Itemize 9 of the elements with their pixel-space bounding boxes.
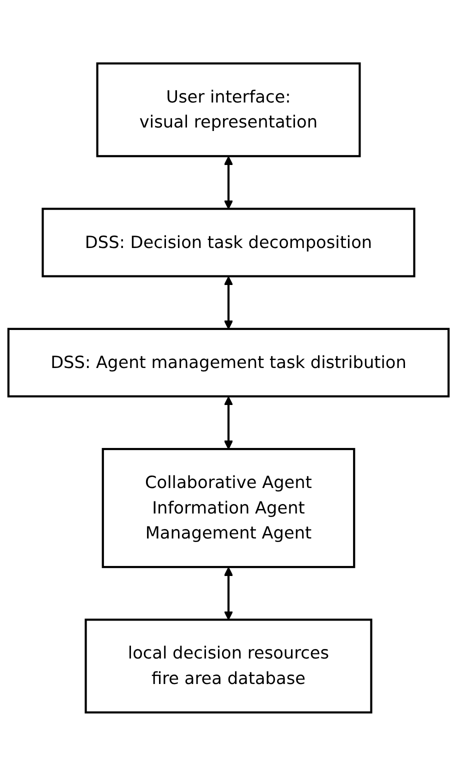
node-box: DSS: Decision task decomposition [42,208,416,278]
node-box: DSS: Agent management task distribution [7,328,450,398]
arrow [224,567,234,620]
arrow [224,156,234,210]
arrow [224,396,234,450]
node-box: User interface: visual representation [96,62,361,158]
node-box: Collaborative Agent Information Agent Management Agent [102,448,356,568]
node-box: local decision resources fire area database [84,618,372,714]
arrow [224,276,234,330]
